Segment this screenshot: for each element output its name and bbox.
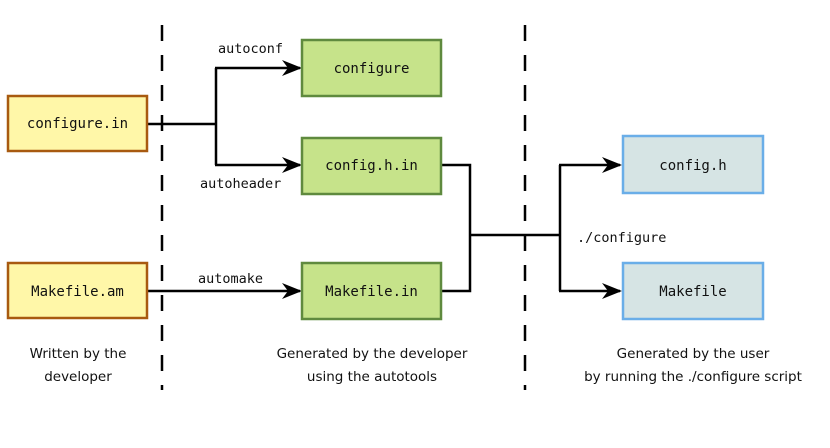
box-configure-in: configure.in: [6, 94, 149, 153]
box-makefile-label: Makefile: [659, 284, 726, 300]
box-config-h: config.h: [621, 134, 765, 195]
edge-config-h-in-out: [441, 163, 472, 293]
edge-label-configure: ./configure: [577, 230, 666, 246]
caption-written-line2: developer: [44, 369, 112, 385]
box-config-h-label: config.h: [659, 158, 726, 174]
box-makefile-am-label: Makefile.am: [31, 284, 124, 300]
box-configure-label: configure: [334, 61, 410, 77]
caption-generated-dev-line2: using the autotools: [307, 369, 437, 385]
caption-generated-dev-line1: Generated by the developer: [277, 346, 468, 362]
box-makefile-in: Makefile.in: [300, 261, 443, 321]
edge-label-autoconf: autoconf: [218, 41, 283, 57]
box-makefile-am: Makefile.am: [6, 261, 149, 320]
caption-generated-user-line2: by running the ./configure script: [584, 369, 802, 385]
edge-label-automake: automake: [198, 271, 263, 287]
caption-written-line1: Written by the: [30, 346, 127, 362]
box-makefile-in-label: Makefile.in: [325, 284, 418, 300]
caption-generated-user-line1: Generated by the user: [617, 346, 770, 362]
box-config-h-in-label: config.h.in: [325, 158, 418, 174]
box-config-h-in: config.h.in: [300, 136, 443, 196]
connectors: [148, 60, 622, 299]
box-makefile: Makefile: [621, 261, 765, 321]
box-configure: configure: [300, 38, 443, 98]
edge-label-autoheader: autoheader: [200, 176, 281, 192]
box-configure-in-label: configure.in: [27, 116, 128, 132]
